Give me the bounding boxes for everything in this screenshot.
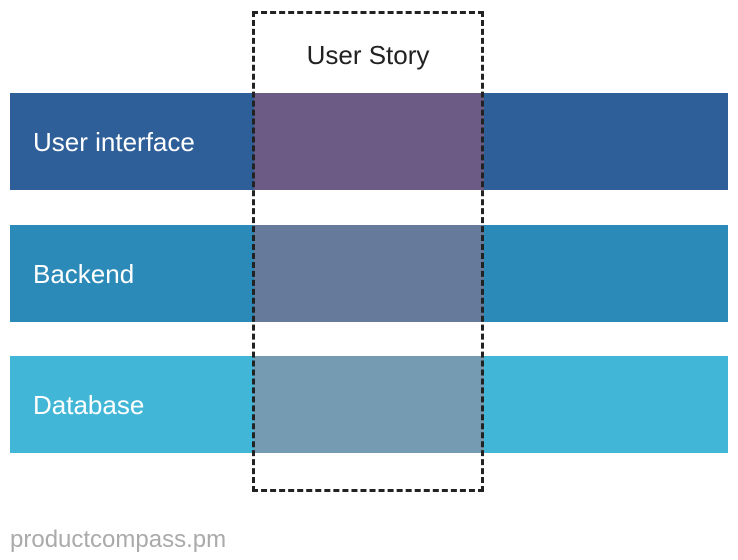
user-story-box: User Story bbox=[252, 11, 484, 492]
layer-label-database: Database bbox=[33, 389, 145, 420]
user-story-title: User Story bbox=[306, 40, 430, 70]
story-overlap-database bbox=[254, 356, 484, 453]
story-overlap-backend bbox=[254, 225, 484, 322]
layer-label-backend: Backend bbox=[33, 258, 135, 289]
watermark-text: productcompass.pm bbox=[10, 526, 227, 553]
story-overlap-user-interface bbox=[254, 93, 484, 190]
layer-label-user-interface: User interface bbox=[33, 126, 195, 157]
